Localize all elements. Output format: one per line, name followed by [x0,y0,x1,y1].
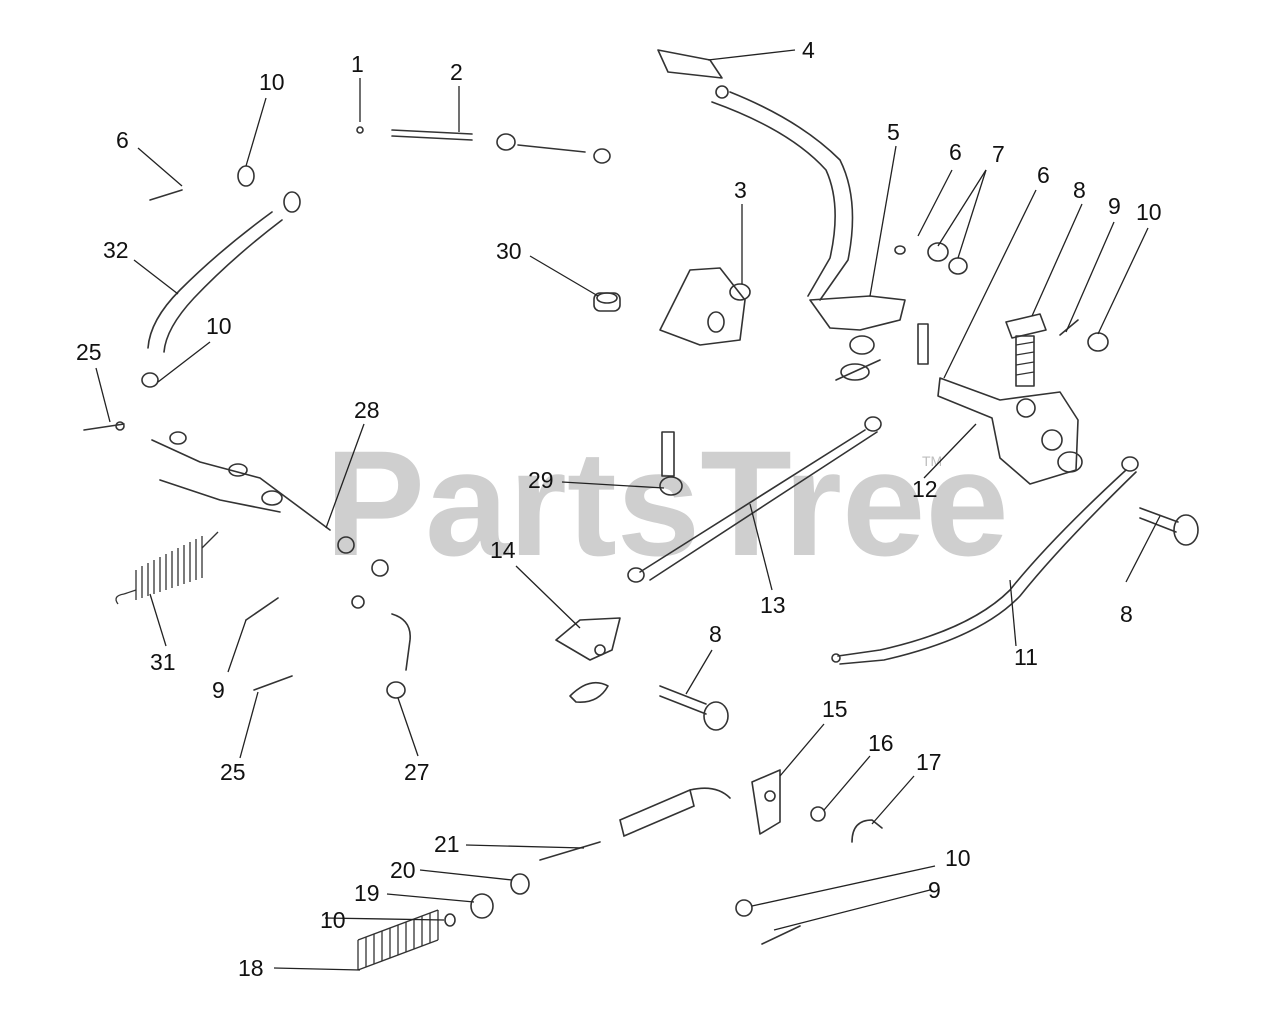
callout-25-bottom: 25 [220,759,246,785]
part-washers-lower-right [735,899,801,945]
callout-labels: 1 2 3 4 5 6 6 6 7 8 8 8 9 9 9 10 10 10 1… [76,37,1162,981]
part-spring-31 [115,531,219,605]
leader-lines [95,49,1161,971]
callout-4: 4 [802,37,815,63]
callout-9-bottom: 9 [928,877,941,903]
callout-10-top-left: 10 [259,69,285,95]
callout-13: 13 [760,592,786,618]
callout-10-bottom-right: 10 [945,845,971,871]
part-lever-28 [337,536,411,699]
callout-17: 17 [916,749,942,775]
part-rod-13 [627,416,882,583]
callout-12: 12 [912,476,938,502]
part-lever-left [141,165,301,388]
callout-10-top-right: 10 [1136,199,1162,225]
callout-21: 21 [434,831,460,857]
callout-9-left: 9 [212,677,225,703]
part-bolt-center [659,685,729,731]
callout-32: 32 [103,237,129,263]
callout-25-left: 25 [76,339,102,365]
part-clamp [659,267,751,346]
part-main-bracket [937,377,1083,485]
callout-10-bottom-left: 10 [320,907,346,933]
part-nut [593,292,621,312]
callout-20: 20 [390,857,416,883]
callout-2: 2 [450,59,463,85]
callout-6-right: 6 [1037,162,1050,188]
callout-28: 28 [354,397,380,423]
part-bracket-assembly [809,242,968,381]
callout-15: 15 [822,696,848,722]
watermark-trademark: TM [922,453,942,469]
part-bracket-15 [751,769,883,843]
callout-8-top: 8 [1073,177,1086,203]
callout-1: 1 [351,51,364,77]
callout-9-top: 9 [1108,193,1121,219]
part-pedal-arm [657,49,854,301]
callout-10-left: 10 [206,313,232,339]
part-drawings [83,49,1199,971]
watermark: PartsTree TM [325,419,1009,587]
part-lower-shaft [357,787,731,971]
callout-14: 14 [490,537,516,563]
callout-7: 7 [992,141,1005,167]
callout-19: 19 [354,880,380,906]
watermark-text: PartsTree [325,419,1009,587]
part-rod-11 [831,456,1139,665]
callout-3: 3 [734,177,747,203]
part-bolt-29 [659,431,683,496]
part-small-lower-left [245,597,293,691]
callout-16: 16 [868,730,894,756]
part-pin-left [83,421,125,431]
callout-27: 27 [404,759,430,785]
callout-18: 18 [238,955,264,981]
part-bolt-upper [1005,313,1047,387]
part-clip-14 [555,617,621,703]
part-pin-rod [356,126,611,164]
callout-6-top: 6 [949,139,962,165]
part-shaft-left [151,431,331,531]
part-bolt-right [1139,507,1199,546]
part-washers-upper-right [1059,319,1109,352]
callout-11: 11 [1014,644,1038,670]
callout-29: 29 [528,467,554,493]
callout-6-left: 6 [116,127,129,153]
callout-8-right: 8 [1120,601,1133,627]
callout-31: 31 [150,649,176,675]
callout-5: 5 [887,119,900,145]
callout-8-center: 8 [709,621,722,647]
callout-30: 30 [496,238,522,264]
